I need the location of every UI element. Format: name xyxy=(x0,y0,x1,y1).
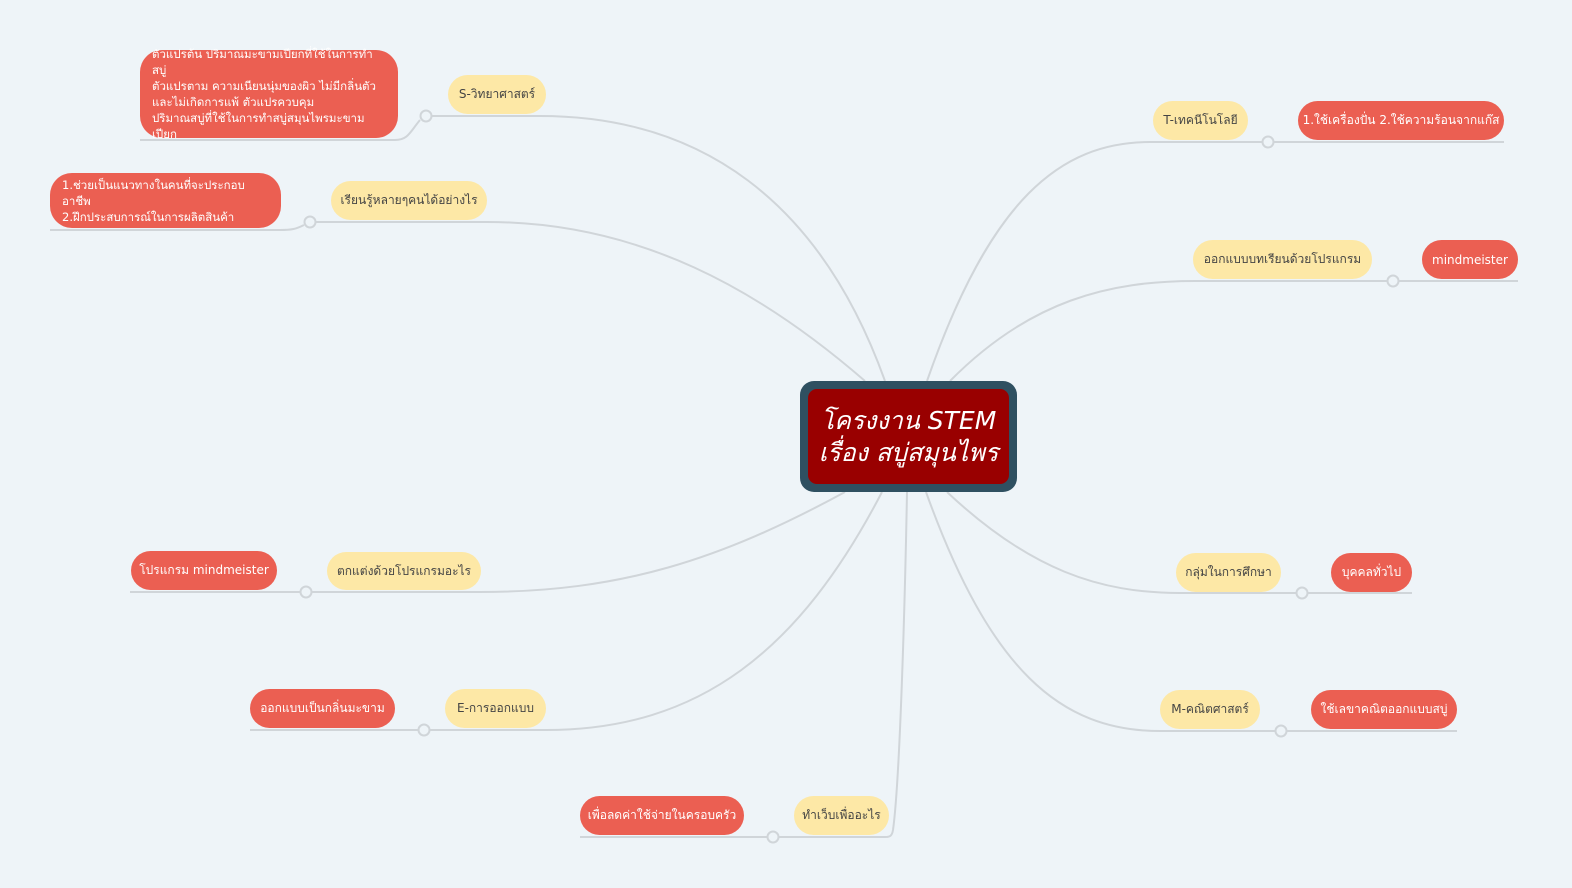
branch-decorate[interactable]: ตกแต่งด้วยโปรแกรมอะไร xyxy=(327,552,481,590)
branch-learning[interactable]: เรียนรู้หลายๆคนได้อย่างไร xyxy=(331,181,487,220)
collapse-handle xyxy=(417,723,431,737)
leaf-technology[interactable]: 1.ใช้เครื่องปั่น 2.ใช้ความร้อนจากแก๊ส xyxy=(1298,101,1504,140)
connector-s xyxy=(426,115,886,382)
collapse-handle xyxy=(766,830,780,844)
connector-learn xyxy=(310,221,866,382)
branch-study-group[interactable]: กลุ่มในการศึกษา xyxy=(1176,553,1281,592)
collapse-handle xyxy=(1386,274,1400,288)
branch-science[interactable]: S-วิทยาศาสตร์ xyxy=(448,75,546,114)
central-topic-line1: โครงงาน STEM xyxy=(820,405,997,435)
leaf-study-group[interactable]: บุคคลทั่วไป xyxy=(1331,553,1412,592)
leaf-learning-benefits[interactable]: 1.ช่วยเป็นแนวทางในคนที่จะประกอบอาชีพ 2.ฝ… xyxy=(50,173,281,228)
connector-decorate xyxy=(130,491,846,593)
branch-engineering[interactable]: E-การออกแบบ xyxy=(445,689,546,728)
connector-e xyxy=(250,491,883,731)
collapse-handle xyxy=(419,109,433,123)
leaf-text-line: ตัวแปรตาม ความเนียนนุ่มของผิว ไม่มีกลิ่น… xyxy=(152,79,376,93)
leaf-website[interactable]: เพื่อลดค่าใช้จ่ายในครอบครัว xyxy=(580,796,744,835)
connector-web xyxy=(580,491,908,838)
connector-t xyxy=(926,141,1504,382)
branch-website[interactable]: ทำเว็บเพื่ออะไร xyxy=(794,796,889,835)
leaf-engineering[interactable]: ออกแบบเป็นกลิ่นมะขาม xyxy=(250,689,395,728)
leaf-science-variables[interactable]: ตัวแปรต้น ปริมาณมะขามเปียกที่ใช้ในการทำส… xyxy=(140,47,398,141)
collapse-handle xyxy=(1261,135,1275,149)
leaf-decorate[interactable]: โปรแกรม mindmeister xyxy=(131,551,277,590)
leaf-text-line: 1.ช่วยเป็นแนวทางในคนที่จะประกอบอาชีพ xyxy=(62,177,245,208)
collapse-handle xyxy=(1274,724,1288,738)
leaf-math[interactable]: ใช้เลขาคณิตออกแบบสบู่ xyxy=(1311,690,1457,729)
branch-technology[interactable]: T-เทคนีโนโลยี xyxy=(1153,101,1248,140)
leaf-text-line: และไม่เกิดการแพ้ ตัวแปรควบคุม xyxy=(152,95,315,109)
leaf-text-line: ปริมาณสบู่ที่ใช้ในการทำสบู่สมุนไพรมะขามเ… xyxy=(152,111,365,141)
central-topic-line2: เรื่อง สบู่สมุนไพร xyxy=(818,437,999,467)
leaf-design-lesson[interactable]: mindmeister xyxy=(1422,240,1518,279)
leaf-text-line: ตัวแปรต้น ปริมาณมะขามเปียกที่ใช้ในการทำส… xyxy=(152,47,373,77)
leaf-text-line: 2.ฝึกประสบการณ์ในการผลิตสินค้า xyxy=(62,209,235,224)
connector-design xyxy=(949,280,1518,382)
collapse-handle xyxy=(303,215,317,229)
connector-learn-leaf xyxy=(50,224,305,231)
connector-s-leaf xyxy=(140,119,421,141)
collapse-handle xyxy=(299,585,313,599)
branch-design-lesson[interactable]: ออกแบบบทเรียนด้วยโปรแกรม xyxy=(1193,240,1372,279)
connector-group xyxy=(946,491,1412,594)
connector-m xyxy=(925,491,1457,732)
collapse-handle xyxy=(1295,586,1309,600)
branch-math[interactable]: M-คณิตศาสตร์ xyxy=(1160,690,1260,729)
central-topic[interactable]: โครงงาน STEM เรื่อง สบู่สมุนไพร xyxy=(800,381,1017,492)
